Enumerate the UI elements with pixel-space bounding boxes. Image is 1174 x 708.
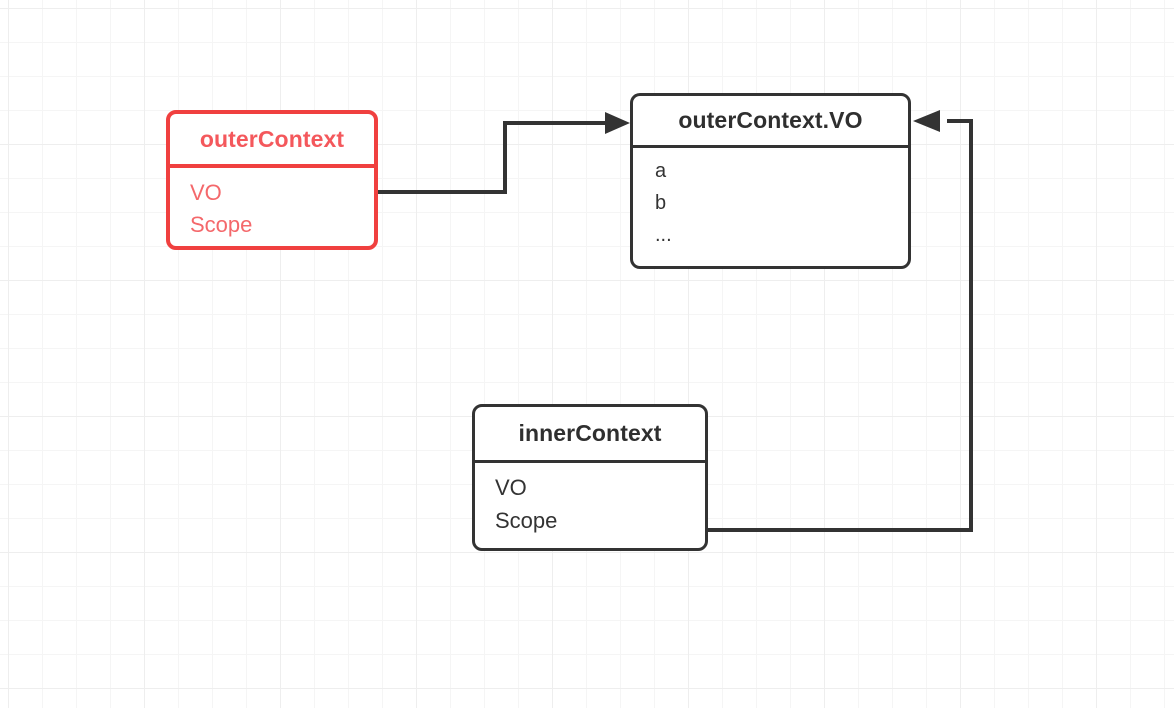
node-outer-context-vo-members: a b ... <box>633 148 908 251</box>
node-outer-context-members: VO Scope <box>170 168 374 241</box>
member-ellipsis: ... <box>655 224 672 246</box>
member-vo: VO <box>190 180 222 205</box>
node-inner-context[interactable]: innerContext VO Scope <box>472 404 708 551</box>
node-inner-context-members: VO Scope <box>475 463 705 537</box>
arrow-left-icon <box>913 110 940 132</box>
arrow-right-icon <box>605 112 630 134</box>
member-a: a <box>655 160 667 182</box>
node-outer-context[interactable]: outerContext VO Scope <box>166 110 378 250</box>
node-outer-context-vo[interactable]: outerContext.VO a b ... <box>630 93 911 269</box>
member-scope: Scope <box>495 508 558 533</box>
edge-outer-context-to-vo <box>378 121 612 194</box>
member-vo: VO <box>495 475 527 500</box>
node-inner-context-title: innerContext <box>475 407 705 463</box>
member-scope: Scope <box>190 212 253 237</box>
node-outer-context-title: outerContext <box>170 114 374 168</box>
node-outer-context-vo-title: outerContext.VO <box>633 96 908 148</box>
member-b: b <box>655 192 667 214</box>
